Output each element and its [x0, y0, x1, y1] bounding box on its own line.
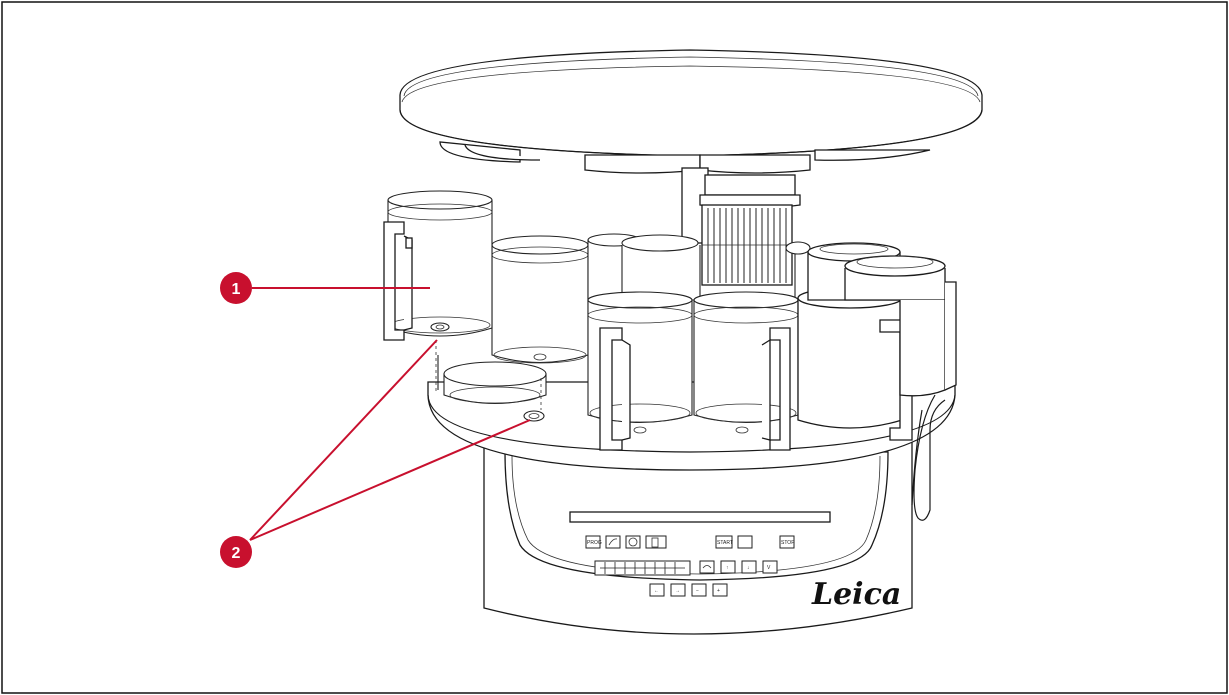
key-down-label: ↓: [747, 565, 750, 571]
callout-2-badge: [220, 536, 252, 568]
key-left-label: ←: [654, 588, 659, 594]
glass-container-1: [383, 190, 542, 410]
lid: [399, 49, 983, 174]
callout-2-leader-b: [249, 419, 531, 541]
callout-1-badge: [220, 272, 252, 304]
callout-1-number: 1: [232, 281, 241, 298]
callout-2: 2: [220, 339, 531, 568]
callout-2-number: 2: [232, 545, 241, 562]
leica-logo: Leica: [811, 577, 901, 612]
drain-openings: [523, 410, 545, 422]
key-start-label: START: [717, 540, 733, 546]
callout-1: 1: [220, 272, 430, 304]
key-up-label: ↑: [726, 565, 729, 571]
key-prog-label: PROG: [587, 540, 602, 546]
key-stop-label: STOP: [781, 540, 795, 546]
key-minus-label: −: [696, 588, 699, 594]
central-spindle: [681, 167, 801, 286]
back-row-containers: [437, 233, 811, 404]
key-right-label: →: [675, 588, 680, 594]
control-panel: PROG START STOP ↑ ↓ V ← →: [569, 511, 831, 597]
key-plus-label: +: [717, 588, 720, 594]
callout-2-leader-a: [249, 339, 438, 541]
front-row-containers: [587, 242, 957, 451]
key-v-label: V: [767, 565, 771, 571]
